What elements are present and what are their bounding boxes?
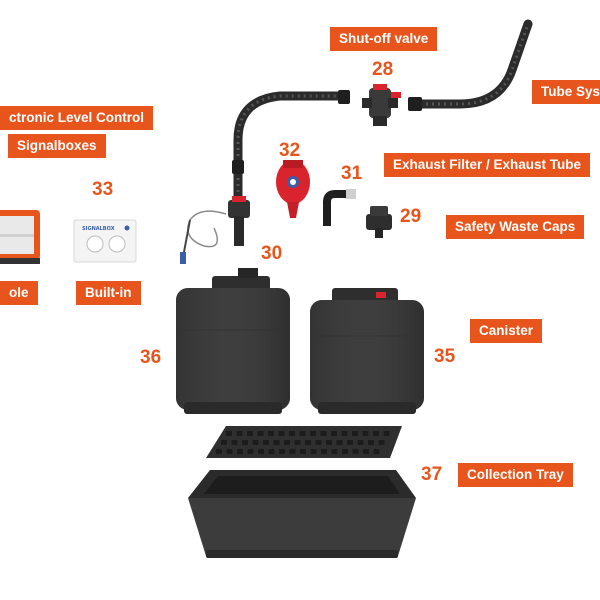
canister-35-part (310, 288, 424, 414)
grid-hole (310, 431, 316, 436)
grid-hole (368, 440, 374, 445)
label-signalboxes: Signalboxes (8, 134, 106, 158)
grid-hole (289, 431, 295, 436)
grid-hole (242, 440, 248, 445)
exhaust-filter-part (276, 160, 310, 218)
grid-hole (299, 431, 306, 436)
grid-hole (300, 449, 306, 454)
label-canister: Canister (470, 319, 543, 343)
label-level-control: ctronic Level Control (0, 106, 154, 130)
label-builtin: Built-in (76, 281, 141, 305)
grid-hole (320, 431, 327, 436)
builtin-panel-text: SIGNALBOX (82, 226, 115, 232)
grid-hole (273, 440, 280, 445)
grid-plate-part (206, 426, 402, 458)
grid-hole (326, 440, 332, 445)
grid-hole (263, 440, 269, 445)
grid-hole (352, 449, 359, 454)
grid-hole (216, 449, 222, 454)
grid-hole (342, 449, 348, 454)
grid-hole (341, 431, 348, 436)
grid-hole (336, 440, 343, 445)
grid-hole (362, 431, 369, 436)
part-number-31: 31 (341, 163, 363, 184)
label-safety-caps: Safety Waste Caps (446, 215, 585, 239)
part-number-28: 28 (372, 59, 394, 80)
grid-hole (236, 431, 243, 436)
grid-hole (268, 449, 275, 454)
part-number-30: 30 (261, 243, 283, 264)
grid-hole (226, 449, 233, 454)
tube-left (232, 90, 350, 203)
safety-cap-part (366, 206, 392, 238)
grid-hole (221, 440, 227, 445)
part-number-37: 37 (421, 464, 443, 485)
part-number-32: 32 (279, 140, 301, 161)
grid-hole (258, 449, 264, 454)
grid-hole (278, 431, 285, 436)
grid-hole (237, 449, 243, 454)
grid-hole (331, 449, 338, 454)
label-exhaust-filter: Exhaust Filter / Exhaust Tube (384, 153, 591, 177)
grid-hole (331, 431, 337, 436)
part-number-29: 29 (400, 206, 422, 227)
label-mobile: ole (0, 281, 38, 305)
grid-hole (347, 440, 353, 445)
builtin-signalbox-part (73, 219, 137, 263)
grid-hole (305, 440, 311, 445)
grid-hole (279, 449, 285, 454)
grid-hole (373, 449, 380, 454)
grid-hole (247, 431, 253, 436)
canister-36-part (176, 268, 290, 414)
grid-hole (352, 431, 358, 436)
grid-hole (357, 440, 364, 445)
part-number-36: 36 (140, 347, 162, 368)
grid-hole (321, 449, 327, 454)
level-sensor-part (180, 196, 250, 264)
grid-hole (252, 440, 259, 445)
collection-tray-part (188, 470, 416, 558)
exhaust-tube-part (323, 189, 356, 226)
part-number-33: 33 (92, 179, 114, 200)
grid-hole (378, 440, 385, 445)
grid-hole (294, 440, 301, 445)
grid-hole (231, 440, 238, 445)
shutoff-valve-part (362, 84, 401, 126)
grid-hole (268, 431, 274, 436)
grid-hole (315, 440, 322, 445)
grid-hole (247, 449, 254, 454)
part-number-35: 35 (434, 346, 456, 367)
mobile-signalbox-part (0, 210, 40, 264)
grid-hole (289, 449, 296, 454)
tube-right (408, 19, 533, 111)
label-tube-system: Tube Sys (532, 80, 600, 104)
grid-hole (226, 431, 232, 436)
grid-hole (257, 431, 264, 436)
label-collection-tray: Collection Tray (458, 463, 573, 487)
grid-hole (284, 440, 290, 445)
grid-hole (310, 449, 317, 454)
label-shutoff-valve: Shut-off valve (330, 27, 438, 51)
grid-hole (363, 449, 369, 454)
grid-hole (383, 431, 390, 436)
grid-hole (373, 431, 379, 436)
